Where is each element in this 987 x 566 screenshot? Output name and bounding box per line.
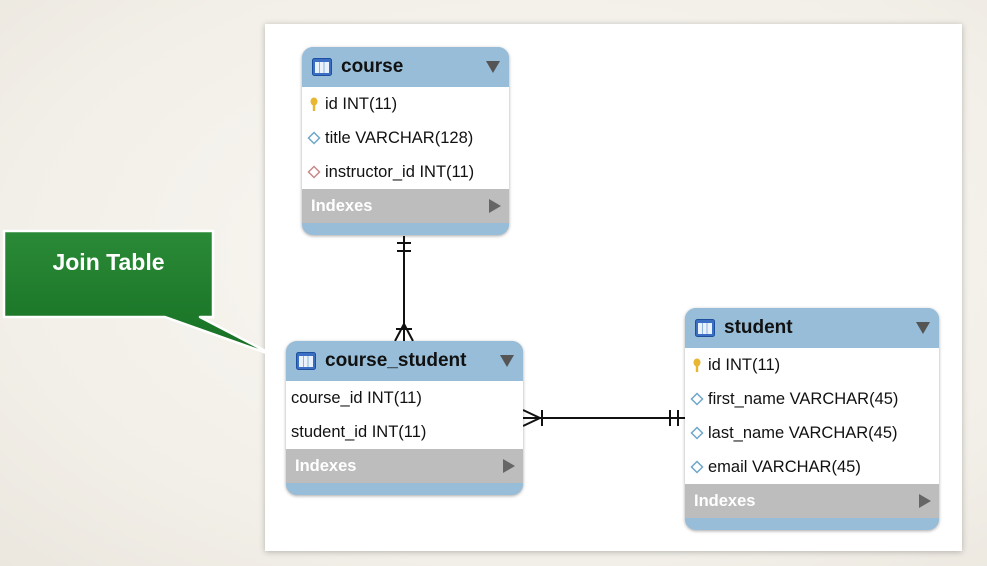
column-label: email VARCHAR(45) bbox=[708, 457, 861, 476]
indexes-label: Indexes bbox=[311, 196, 373, 215]
indexes-bar[interactable]: Indexes bbox=[302, 189, 509, 223]
column-label: student_id INT(11) bbox=[291, 422, 427, 441]
column-row[interactable]: id INT(11) bbox=[685, 348, 939, 382]
entity-student[interactable]: student id INT(11) first_name VARCHAR(45… bbox=[685, 308, 939, 530]
column-row[interactable]: email VARCHAR(45) bbox=[685, 450, 939, 484]
entity-columns: id INT(11) first_name VARCHAR(45) last_n… bbox=[685, 348, 939, 484]
indexes-label: Indexes bbox=[295, 456, 357, 475]
entity-footer bbox=[286, 483, 523, 495]
entity-name: course_student bbox=[325, 350, 467, 371]
column-label: course_id INT(11) bbox=[291, 388, 422, 407]
diamond-outline-icon bbox=[307, 165, 321, 179]
column-row[interactable]: course_id INT(11) bbox=[286, 381, 523, 415]
table-icon bbox=[312, 58, 332, 76]
slide-heading-cropped bbox=[60, 0, 460, 14]
indexes-bar[interactable]: Indexes bbox=[286, 449, 523, 483]
entity-columns: course_id INT(11) student_id INT(11) bbox=[286, 381, 523, 449]
column-label: id INT(11) bbox=[325, 94, 398, 113]
triangle-right-icon[interactable] bbox=[503, 459, 515, 473]
diamond-icon bbox=[690, 460, 704, 474]
entity-name: student bbox=[724, 317, 793, 338]
column-row[interactable]: id INT(11) bbox=[302, 87, 509, 121]
triangle-right-icon[interactable] bbox=[919, 494, 931, 508]
column-row[interactable]: title VARCHAR(128) bbox=[302, 121, 509, 155]
column-row[interactable]: instructor_id INT(11) bbox=[302, 155, 509, 189]
entity-name: course bbox=[341, 56, 404, 77]
entity-header[interactable]: course_student bbox=[286, 341, 523, 381]
triangle-down-icon[interactable] bbox=[486, 61, 500, 73]
triangle-down-icon[interactable] bbox=[500, 355, 514, 367]
diamond-icon bbox=[307, 131, 321, 145]
entity-columns: id INT(11) title VARCHAR(128) instructor… bbox=[302, 87, 509, 189]
table-icon bbox=[695, 319, 715, 337]
join-table-callout-label: Join Table bbox=[52, 248, 165, 275]
column-label: last_name VARCHAR(45) bbox=[708, 423, 898, 442]
column-row[interactable]: first_name VARCHAR(45) bbox=[685, 382, 939, 416]
column-row[interactable]: student_id INT(11) bbox=[286, 415, 523, 449]
entity-footer bbox=[302, 223, 509, 235]
diamond-icon bbox=[690, 392, 704, 406]
indexes-label: Indexes bbox=[694, 491, 756, 510]
key-icon bbox=[310, 97, 318, 111]
entity-header[interactable]: student bbox=[685, 308, 939, 348]
key-icon bbox=[693, 358, 701, 372]
diamond-icon bbox=[690, 426, 704, 440]
column-label: instructor_id INT(11) bbox=[325, 162, 475, 181]
column-label: first_name VARCHAR(45) bbox=[708, 389, 899, 408]
entity-footer bbox=[685, 518, 939, 530]
indexes-bar[interactable]: Indexes bbox=[685, 484, 939, 518]
triangle-down-icon[interactable] bbox=[916, 322, 930, 334]
entity-course[interactable]: course id INT(11) title VARCHAR(128) ins… bbox=[302, 47, 509, 235]
triangle-right-icon[interactable] bbox=[489, 199, 501, 213]
column-label: id INT(11) bbox=[708, 355, 781, 374]
column-label: title VARCHAR(128) bbox=[325, 128, 474, 147]
table-icon bbox=[296, 352, 316, 370]
column-row[interactable]: last_name VARCHAR(45) bbox=[685, 416, 939, 450]
entity-header[interactable]: course bbox=[302, 47, 509, 87]
entity-course-student[interactable]: course_student course_id INT(11) student… bbox=[286, 341, 523, 495]
